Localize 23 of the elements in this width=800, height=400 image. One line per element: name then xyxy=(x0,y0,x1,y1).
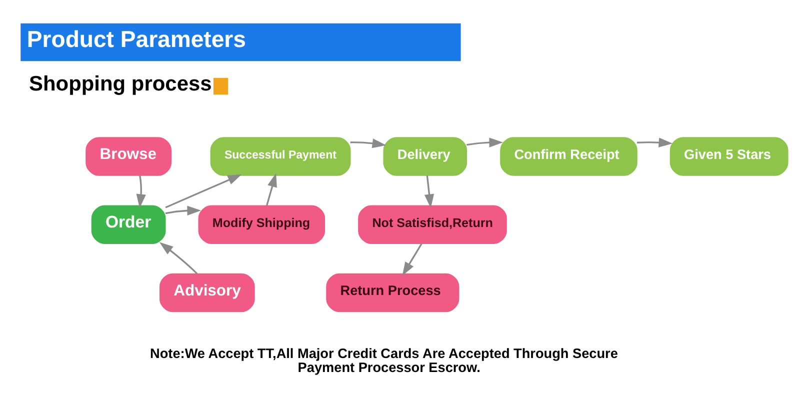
arrow xyxy=(159,242,198,274)
arrow xyxy=(165,174,242,208)
label: Shopping process xyxy=(29,72,212,95)
arrow xyxy=(402,242,422,276)
node-box: Given 5 Stars xyxy=(670,136,788,176)
node-box: Delivery xyxy=(383,136,468,176)
node-box: Order xyxy=(91,204,166,244)
node-box: Return Process xyxy=(326,272,460,312)
node-box: Successful Payment xyxy=(210,136,351,176)
node-box: Confirm Receipt xyxy=(500,136,638,176)
arrow xyxy=(266,172,277,206)
arrow xyxy=(350,138,386,148)
arrow xyxy=(636,137,673,147)
label: Note:We Accept TT,All Major Credit Cards Are Accepted Through Secure Payment Processor Escrow. xyxy=(150,346,618,374)
node-box: Not Satisfisd,Return xyxy=(358,204,507,244)
arrow xyxy=(424,174,434,208)
node-box: Modify Shipping xyxy=(198,204,326,244)
arrow xyxy=(466,137,504,147)
diagram-title: Product Parameters xyxy=(26,26,246,52)
arrow xyxy=(165,205,202,215)
node-box: Browse xyxy=(86,136,172,176)
arrow xyxy=(136,174,146,208)
node-box: Advisory xyxy=(159,272,255,312)
